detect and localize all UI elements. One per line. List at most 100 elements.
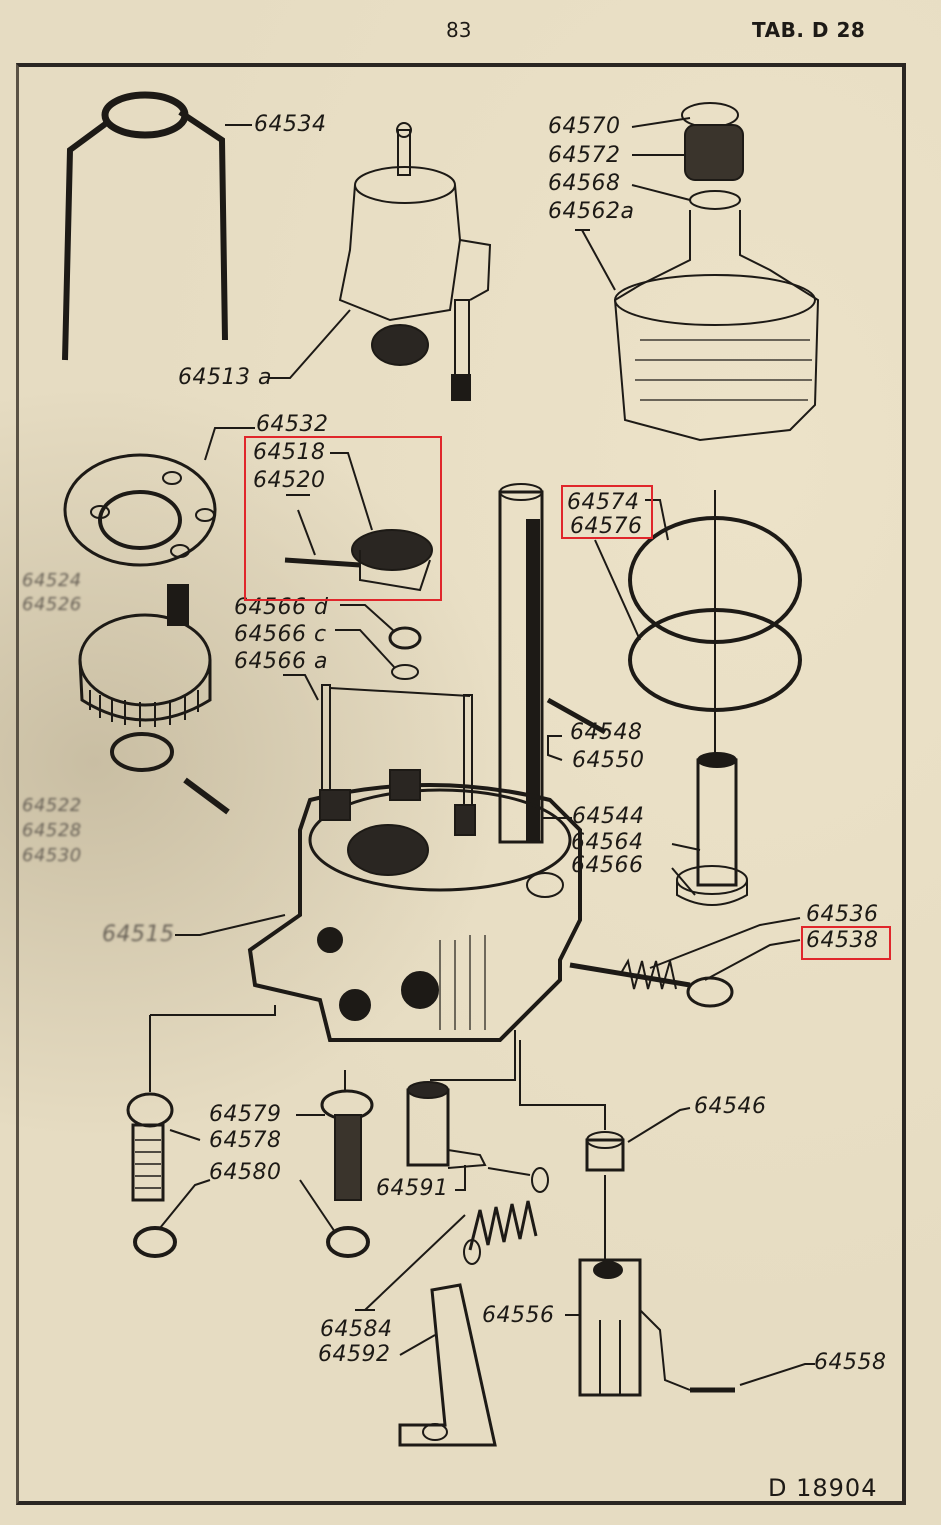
drawing-number: D 18904	[768, 1474, 878, 1502]
cap-nut-part	[684, 124, 744, 181]
highlight-box-64574-64576	[561, 485, 653, 539]
part-label-64578: 64578	[209, 1128, 282, 1153]
page-number: 83	[446, 18, 472, 42]
leader-line	[268, 309, 351, 379]
leader-line	[329, 687, 471, 697]
table-label: TAB. D 28	[752, 18, 866, 42]
part-label-64566: 64566	[571, 853, 644, 878]
part-label-64515: 64515	[102, 922, 175, 947]
part-label-64544: 64544	[572, 804, 645, 829]
part-label-64580: 64580	[209, 1160, 282, 1185]
part-label-64568: 64568	[548, 171, 621, 196]
leader-line	[671, 843, 701, 851]
part-label-64534: 64534	[254, 112, 327, 137]
stud-pin-part	[321, 684, 331, 796]
part-label-64548: 64548	[570, 720, 643, 745]
part-label-64550: 64550	[572, 748, 645, 773]
leader-line	[330, 452, 373, 531]
part-label-64528: 64528	[22, 820, 82, 841]
leader-line	[150, 1005, 276, 1016]
sleeve-part	[676, 752, 748, 906]
cap-ring-part	[681, 102, 739, 128]
leader-line	[283, 674, 319, 701]
flange-plate-part	[63, 453, 217, 567]
housing-cover-part	[613, 210, 820, 442]
leader-line	[159, 1179, 211, 1229]
leader-line	[399, 1334, 436, 1356]
leader-line	[645, 499, 669, 541]
leader-line	[739, 1363, 815, 1386]
part-label-64532: 64532	[256, 412, 329, 437]
part-label-64538: 64538	[806, 928, 879, 953]
leader-line	[335, 629, 396, 669]
washer-part	[391, 664, 419, 680]
leader-line	[649, 917, 801, 969]
leader-line	[671, 867, 696, 896]
bushing-part	[585, 1131, 625, 1172]
leader-line	[455, 1165, 466, 1191]
leader-line	[355, 1214, 466, 1311]
distributor-assembly-part	[338, 122, 492, 401]
leader-line	[169, 1129, 201, 1141]
drive-shaft-part	[498, 483, 544, 844]
leader-line	[175, 914, 286, 936]
part-label-64524: 64524	[22, 570, 82, 591]
part-label-64584: 64584	[320, 1317, 393, 1342]
part-label-64579: 64579	[209, 1102, 282, 1127]
gear-wheel-part	[78, 584, 212, 727]
bracket-plate-part	[398, 1283, 497, 1447]
leader-line	[639, 1309, 691, 1391]
tension-spring-part	[463, 1167, 549, 1265]
part-label-64522: 64522	[22, 795, 82, 816]
leader-line	[430, 1030, 516, 1081]
part-label-64566c: 64566 c	[234, 622, 327, 647]
highlight-box-64518-64520	[244, 436, 442, 601]
leader-line	[575, 229, 616, 291]
part-label-64576: 64576	[570, 514, 643, 539]
washer-part	[326, 1226, 370, 1258]
washer-part	[388, 626, 422, 650]
part-label-64530: 64530	[22, 845, 82, 866]
part-label-64518: 64518	[253, 440, 326, 465]
part-label-64592: 64592	[318, 1342, 391, 1367]
diagram-frame	[16, 63, 906, 1505]
rotor-cam-part	[284, 529, 433, 592]
part-label-64572: 64572	[548, 143, 621, 168]
slotted-screw-part	[320, 1089, 374, 1201]
cap-screw-part	[126, 1092, 174, 1202]
fork-clevis-part	[578, 1258, 642, 1397]
part-label-64556: 64556	[482, 1303, 555, 1328]
part-label-64574: 64574	[567, 490, 640, 515]
highlight-box-64538	[801, 926, 891, 960]
leader-line	[631, 117, 691, 128]
leader-line	[594, 539, 641, 641]
part-label-64566a: 64566 a	[234, 649, 328, 674]
part-label-64570: 64570	[548, 114, 621, 139]
pin-part	[183, 777, 230, 815]
leader-line	[631, 184, 691, 201]
pin-part	[546, 697, 607, 735]
part-label-64520: 64520	[253, 468, 326, 493]
part-label-64558: 64558	[814, 1350, 887, 1375]
spring-part	[689, 190, 741, 210]
leader-line	[704, 939, 801, 981]
part-label-64526: 64526	[22, 594, 82, 615]
leader-line	[487, 1167, 531, 1176]
part-label-64536: 64536	[806, 902, 879, 927]
main-body-housing-part	[247, 769, 582, 1042]
bracket-sleeve-part	[406, 1081, 487, 1169]
leader-line	[299, 1179, 336, 1233]
leader-line	[340, 604, 396, 633]
leader-line	[204, 427, 255, 461]
lock-washer-part	[133, 1226, 177, 1258]
leader-line	[519, 1040, 606, 1130]
leader-line	[547, 735, 563, 761]
leader-line	[627, 1107, 691, 1143]
part-label-64564: 64564	[571, 830, 644, 855]
spring-wire-part	[62, 91, 228, 361]
spacer-ring-part	[110, 732, 174, 772]
leader-line	[286, 494, 316, 556]
part-label-64513a: 64513 a	[178, 365, 272, 390]
part-label-64546: 64546	[694, 1094, 767, 1119]
